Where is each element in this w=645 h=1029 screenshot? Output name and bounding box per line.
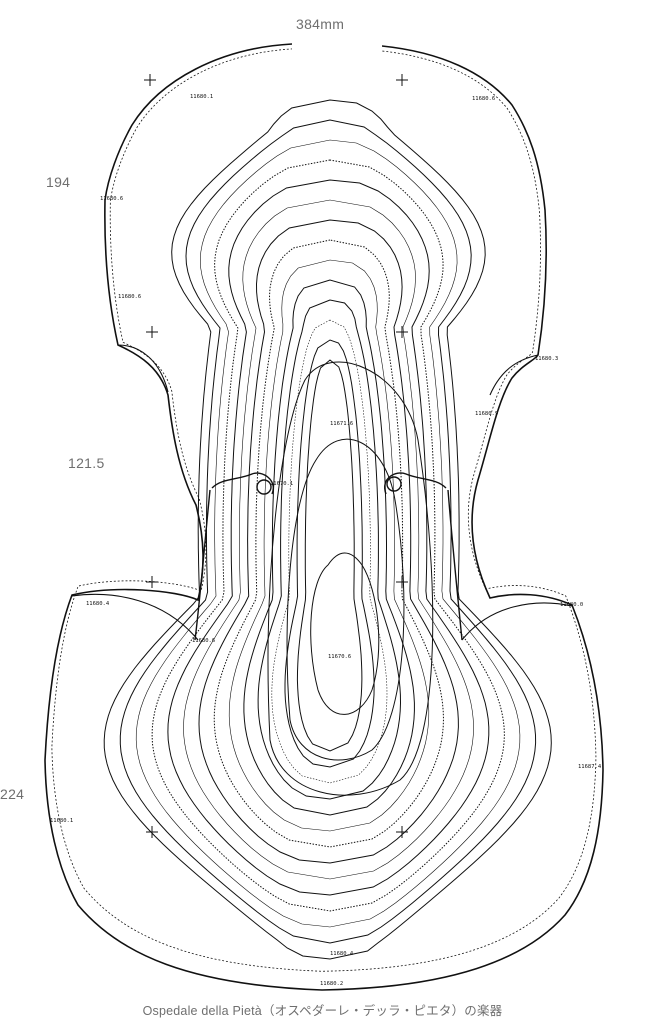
reference-cross [396, 576, 408, 588]
contour-line [296, 359, 363, 752]
contour-lines [103, 99, 552, 960]
elevation-label: 11670.1 [270, 481, 293, 487]
elevation-label: 11680.4 [330, 951, 354, 957]
elevation-label: 11680.2 [320, 981, 343, 987]
contour-line [284, 339, 375, 768]
reference-cross [146, 326, 158, 338]
body-length-label: 384mm [296, 16, 345, 32]
contour-line [257, 299, 402, 800]
contour-line [167, 179, 490, 896]
waist-width-label: 121.5 [68, 455, 105, 471]
figure-caption: Ospedale della Pietà（オスペダーレ・デッラ・ピエタ）の楽器 [142, 1004, 503, 1018]
elevation-label: 11680.1 [190, 94, 213, 100]
reference-cross [396, 826, 408, 838]
elevation-label: 11680.6 [472, 96, 495, 102]
reference-crosses [144, 74, 408, 838]
reference-cross [144, 74, 156, 86]
contour-line [271, 319, 388, 784]
elevation-label: 11680.4 [86, 601, 110, 607]
elevation-labels: 11680.1 11680.6 11680.6 11680.6 11680.3 11680… [50, 94, 602, 987]
reference-cross [146, 826, 158, 838]
elevation-label: 11680.1 [50, 818, 73, 824]
contour-line [119, 119, 537, 944]
contour-line [135, 139, 521, 928]
upper-bout-width-label: 194 [46, 174, 71, 190]
elevation-label: 11680.3 [535, 356, 558, 362]
lower-bout-width-label: 224 [0, 786, 25, 802]
contour-line [243, 279, 415, 816]
reference-cross [146, 576, 158, 588]
corner-blocks [71, 344, 573, 641]
elevation-label: 11671.6 [330, 421, 353, 427]
elevation-label: 11680.6 [118, 294, 141, 300]
elevation-label: 11680.0 [560, 602, 583, 608]
contour-line [103, 99, 552, 960]
contour-line [151, 159, 505, 912]
elevation-label: 11687.4 [578, 764, 602, 770]
contour-line [198, 219, 459, 864]
elevation-label: 11680.6 [100, 196, 123, 202]
reference-cross [396, 326, 408, 338]
contour-line [228, 259, 430, 832]
elevation-label: 11670.6 [328, 654, 351, 660]
f-hole-right [384, 472, 463, 641]
center-island [267, 361, 434, 796]
f-hole-left [194, 472, 274, 641]
elevation-label: 11680.6 [192, 638, 215, 644]
reference-cross [396, 74, 408, 86]
elevation-label: 11680.9 [475, 411, 498, 417]
